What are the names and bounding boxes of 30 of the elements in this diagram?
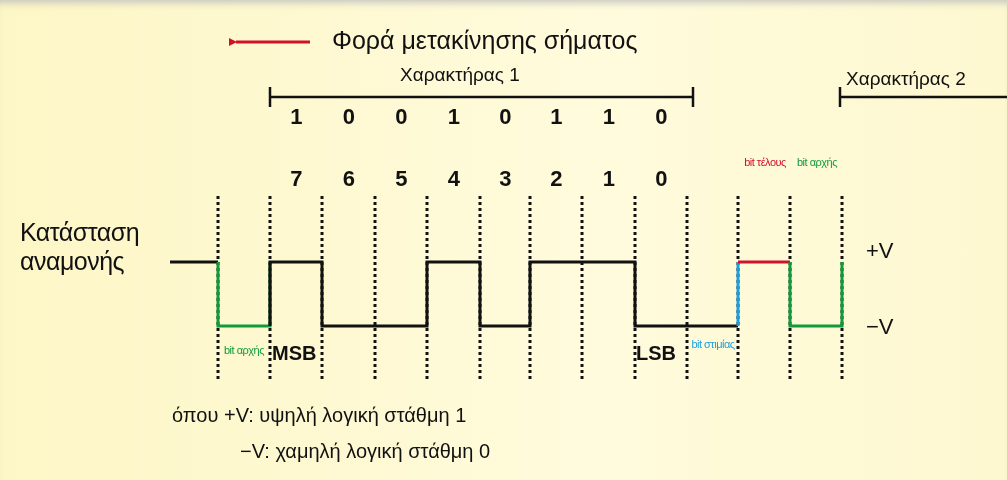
legend-note: όπου +V: υψηλή λογική στάθμη 1	[172, 404, 467, 427]
bit-index: 2	[549, 166, 563, 192]
bit-index: 0	[654, 166, 668, 192]
bit-index: 4	[446, 166, 461, 192]
bit-value: 1	[601, 104, 616, 130]
bit-value: 1	[549, 104, 563, 130]
msb-label: MSB	[272, 342, 317, 365]
voltage-label: +V	[866, 238, 894, 264]
bit-label: bit στιμίας	[690, 338, 736, 351]
lsb-label: LSB	[636, 342, 676, 365]
direction-label: Φορά μετακίνησης σήματος	[332, 26, 638, 55]
bit-label: bit αρχής	[223, 344, 265, 357]
bit-index: 7	[289, 166, 303, 192]
bit-value: 0	[341, 104, 356, 130]
bit-index: 3	[498, 166, 512, 192]
idle-state-label: Κατάσταση αναμονής	[20, 218, 141, 276]
character-label: Χαρακτήρας 2	[846, 68, 966, 90]
bit-value: 0	[498, 104, 512, 130]
character-label: Χαρακτήρας 1	[400, 64, 520, 86]
bit-index: 1	[601, 166, 616, 192]
bit-index: 5	[394, 166, 408, 192]
legend-note: −V: χαμηλή λογική στάθμη 0	[240, 440, 491, 463]
voltage-label: −V	[866, 314, 894, 340]
bit-value: 0	[394, 104, 408, 130]
bit-value: 0	[654, 104, 668, 130]
bit-value: 1	[289, 104, 303, 130]
bit-index: 6	[341, 166, 356, 192]
bit-label: bit αρχής	[796, 156, 838, 169]
bit-value: 1	[446, 104, 461, 130]
bit-label: bit τέλους	[743, 156, 787, 169]
